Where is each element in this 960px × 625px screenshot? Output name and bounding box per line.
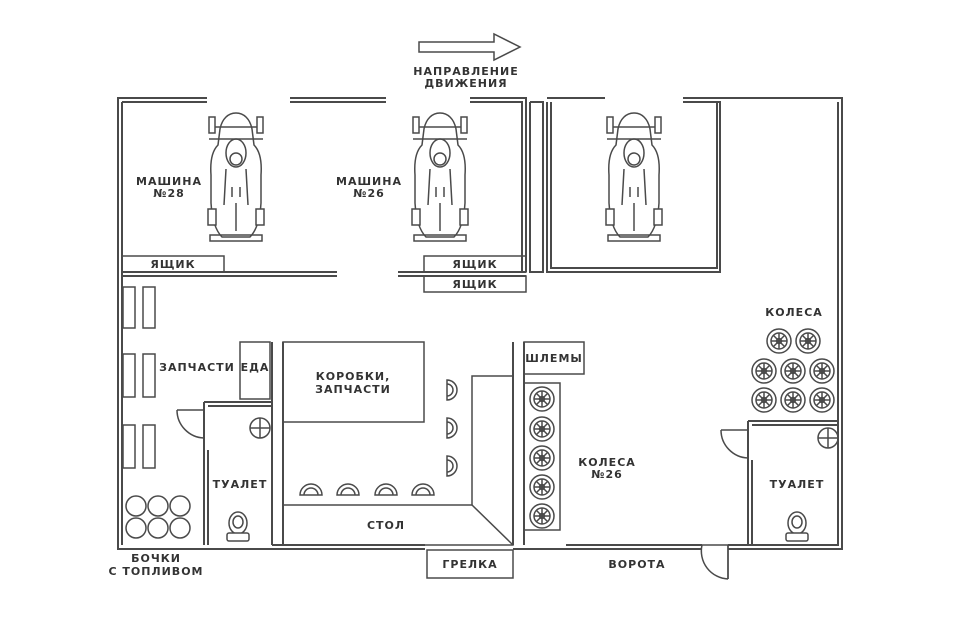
car-26-label-line1: МАШИНА	[336, 175, 402, 188]
sink-icon	[817, 427, 839, 449]
wheel-icon	[809, 387, 835, 413]
wheels-26-label-line2: №26	[591, 468, 623, 481]
barrel-icon	[169, 495, 191, 517]
stool-icon	[374, 483, 398, 496]
barrel-icon	[169, 517, 191, 539]
direction-arrow-icon	[418, 32, 522, 62]
wheel-icon	[529, 416, 555, 442]
heater-label: ГРЕЛКА	[442, 558, 497, 571]
car-28-label-line1: МАШИНА	[136, 175, 202, 188]
stool-icon	[299, 483, 323, 496]
box-right-bottom-label: ЯЩИК	[452, 278, 497, 291]
boxes-parts-label-line1: КОРОБКИ,	[316, 370, 391, 383]
wheel-icon	[766, 328, 792, 354]
wheel-icon	[780, 387, 806, 413]
box-left	[121, 255, 225, 273]
toilet-icon	[785, 511, 809, 542]
stool-icon	[446, 417, 458, 439]
toilet-left-door-icon	[176, 409, 205, 439]
fuel-barrels-label-line1: БОЧКИ	[131, 552, 181, 565]
stool-icon	[446, 455, 458, 477]
food-box	[239, 341, 271, 400]
gate-label: ВОРОТА	[608, 558, 665, 571]
food-label: ЕДА	[241, 361, 270, 374]
workshop-wall	[271, 342, 284, 545]
boxes-parts-label-line2: ЗАПЧАСТИ	[315, 383, 391, 396]
wheel-icon	[780, 358, 806, 384]
direction-label-line1: НАПРАВЛЕНИЕ	[413, 65, 518, 78]
car-third-icon	[605, 112, 663, 242]
stool-icon	[336, 483, 360, 496]
toilet-icon	[226, 511, 250, 542]
wheel-icon	[809, 358, 835, 384]
wheel-icon	[751, 358, 777, 384]
toilet-right-walls	[747, 420, 838, 545]
wheels-26-label-line1: КОЛЕСА	[578, 456, 636, 469]
boxes-parts-area	[282, 341, 425, 423]
helmets-shelf	[523, 341, 585, 375]
car-28-label-line2: №28	[153, 187, 185, 200]
wheel-icon	[795, 328, 821, 354]
toilet-right-label: ТУАЛЕТ	[770, 478, 825, 491]
helmets-wall	[512, 342, 525, 545]
barrel-icon	[125, 517, 147, 539]
car-26-icon	[411, 112, 469, 242]
wheel-icon	[529, 474, 555, 500]
fuel-barrels-label-line2: С ТОПЛИВОМ	[109, 565, 204, 578]
box-right-bottom	[423, 275, 527, 293]
barrel-icon	[125, 495, 147, 517]
car-26-label-line2: №26	[353, 187, 385, 200]
stool-icon	[446, 379, 458, 401]
wheels-stack	[751, 328, 835, 413]
sink-icon	[249, 417, 271, 439]
helmets-label: ШЛЕМЫ	[525, 352, 583, 365]
wheel-icon	[529, 445, 555, 471]
direction-label-line2: ДВИЖЕНИЯ	[424, 77, 507, 90]
fuel-barrels	[125, 495, 191, 539]
toilet-left-label: ТУАЛЕТ	[213, 478, 268, 491]
spare-parts-shelves	[122, 286, 156, 469]
box-right-top	[423, 255, 527, 273]
spare-parts-label: ЗАПЧАСТИ	[159, 361, 235, 374]
barrel-icon	[147, 495, 169, 517]
stool-icon	[411, 483, 435, 496]
wheels-label: КОЛЕСА	[765, 306, 823, 319]
wheels-26-rack	[523, 382, 561, 531]
car-28-icon	[207, 112, 265, 242]
table-label: СТОЛ	[367, 519, 405, 532]
gate-door-icon	[700, 544, 729, 580]
box-left-label: ЯЩИК	[150, 258, 195, 271]
barrel-icon	[147, 517, 169, 539]
toilet-right-door-icon	[720, 429, 749, 459]
outer-walls	[117, 97, 843, 550]
wheel-icon	[529, 503, 555, 529]
wheel-icon	[751, 387, 777, 413]
toilet-left-walls	[203, 401, 272, 545]
box-right-top-label: ЯЩИК	[452, 258, 497, 271]
heater-box	[426, 549, 514, 579]
work-table-corner	[471, 504, 514, 546]
wheel-icon	[529, 386, 555, 412]
